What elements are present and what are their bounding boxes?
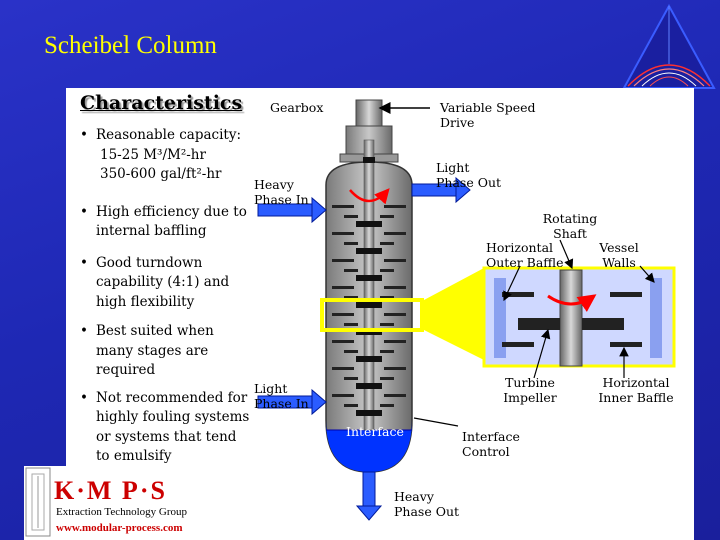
internal-baffles xyxy=(332,157,406,416)
inner-baffle xyxy=(344,269,358,272)
light-phase-out-arrow xyxy=(411,176,471,204)
outer-baffle xyxy=(332,259,354,262)
outer-baffle xyxy=(384,313,406,316)
kmps-url: www.modular-process.com xyxy=(56,522,183,534)
inner-baffle xyxy=(380,269,394,272)
inner-baffle xyxy=(344,404,358,407)
rotation-arrow xyxy=(349,188,390,205)
characteristics-list: • Reasonable capacity: 15-25 M³/M²-hr 35… xyxy=(80,126,252,475)
turbine-impeller-label: Turbine Impeller xyxy=(503,375,557,405)
heavy-phase-liquid xyxy=(326,420,412,472)
heavy-phase-out-arrow xyxy=(355,471,383,521)
turbine-impeller xyxy=(356,221,382,227)
bullet-turndown: • Good turndown capability (4:1) and hig… xyxy=(80,254,252,313)
outer-baffle xyxy=(384,394,406,397)
bullet-text: Good turndown capability (4:1) and high … xyxy=(96,254,230,310)
inner-baffle xyxy=(344,377,358,380)
turbine-impeller xyxy=(356,410,382,416)
horizontal-inner-baffle-label: Horizontal Inner Baffle xyxy=(598,375,674,405)
shaft-pointer xyxy=(559,239,574,270)
vessel-walls-label: Vessel Walls xyxy=(599,240,639,270)
inner-baffle xyxy=(380,323,394,326)
light-phase-out-label: Light Phase Out xyxy=(436,160,502,190)
heavy-phase-in-arrow xyxy=(257,196,327,224)
interface-control-label: Interface Control xyxy=(462,429,520,459)
outer-baffle xyxy=(332,286,354,289)
variable-speed-drive-label: Variable Speed Drive xyxy=(440,100,536,130)
inner-baffle xyxy=(380,215,394,218)
outer-baffle xyxy=(384,340,406,343)
turbine-impeller xyxy=(356,248,382,254)
light-phase-in-arrow xyxy=(257,388,327,416)
bullet-capacity: • Reasonable capacity: 15-25 M³/M²-hr 35… xyxy=(80,126,252,185)
inner-baffle xyxy=(380,242,394,245)
kmps-subtitle: Extraction Technology Group xyxy=(56,506,187,518)
interface-control-pointer xyxy=(413,417,459,427)
kmps-logo: K·M P·S Extraction Technology Group www.… xyxy=(24,466,200,540)
capacity-metric: 15-25 M³/M²-hr xyxy=(100,146,206,163)
bullet-stages: • Best suited when many stages are requi… xyxy=(80,322,252,381)
vessel-wall-pointer xyxy=(639,265,655,283)
light-phase-in-label: Light Phase In xyxy=(254,381,309,411)
outer-baffle xyxy=(384,367,406,370)
interface-label: Interface xyxy=(346,424,404,439)
shaft-coupling xyxy=(363,157,375,163)
inner-baffle xyxy=(344,323,358,326)
inner-baffle xyxy=(380,377,394,380)
outer-baffle-pointer xyxy=(503,265,521,302)
outer-baffle xyxy=(332,205,354,208)
bullet-text: Best suited when many stages are require… xyxy=(96,323,214,378)
turbine-impeller xyxy=(356,383,382,389)
callout-beam xyxy=(424,268,484,360)
outer-baffle xyxy=(332,232,354,235)
outer-baffle xyxy=(332,367,354,370)
turbine-impeller xyxy=(356,275,382,281)
bullet-fouling: • Not recommended for highly fouling sys… xyxy=(80,389,252,467)
inner-baffle xyxy=(344,242,358,245)
outer-baffle xyxy=(384,205,406,208)
horizontal-outer-baffle-label: Horizontal Outer Baffle xyxy=(486,240,564,270)
heavy-phase-in-label: Heavy Phase In xyxy=(254,177,309,207)
outer-baffle xyxy=(332,340,354,343)
inner-baffle xyxy=(380,404,394,407)
inner-baffle xyxy=(344,215,358,218)
turbine-impeller xyxy=(356,356,382,362)
slide-title: Scheibel Column xyxy=(44,32,217,59)
inner-baffle xyxy=(380,350,394,353)
bullet-text: Not recommended for highly fouling syste… xyxy=(96,389,250,465)
inner-baffle xyxy=(344,350,358,353)
heavy-phase-out-label: Heavy Phase Out xyxy=(394,489,460,519)
kmps-brand: K·M P·S xyxy=(54,476,167,505)
characteristics-heading: Characteristics xyxy=(80,92,243,114)
rotating-shaft-label: Rotating Shaft xyxy=(542,211,598,241)
outer-baffle xyxy=(384,232,406,235)
bullet-text: Reasonable capacity: xyxy=(96,127,242,143)
outer-baffle xyxy=(332,394,354,397)
gearbox-label: Gearbox xyxy=(270,100,324,115)
impeller-pointer xyxy=(533,328,551,379)
outer-baffle xyxy=(332,313,354,316)
highlight-box-small xyxy=(320,298,424,332)
outer-baffle xyxy=(384,286,406,289)
detail-view xyxy=(494,269,662,367)
inner-baffle xyxy=(380,296,394,299)
outer-baffle xyxy=(384,259,406,262)
inner-baffle xyxy=(344,296,358,299)
bullet-text: High efficiency due to internal baffling xyxy=(96,203,247,240)
bullet-efficiency: • High efficiency due to internal baffli… xyxy=(80,203,252,242)
capacity-imperial: 350-600 gal/ft²-hr xyxy=(100,166,222,182)
turbine-impeller xyxy=(356,302,382,308)
